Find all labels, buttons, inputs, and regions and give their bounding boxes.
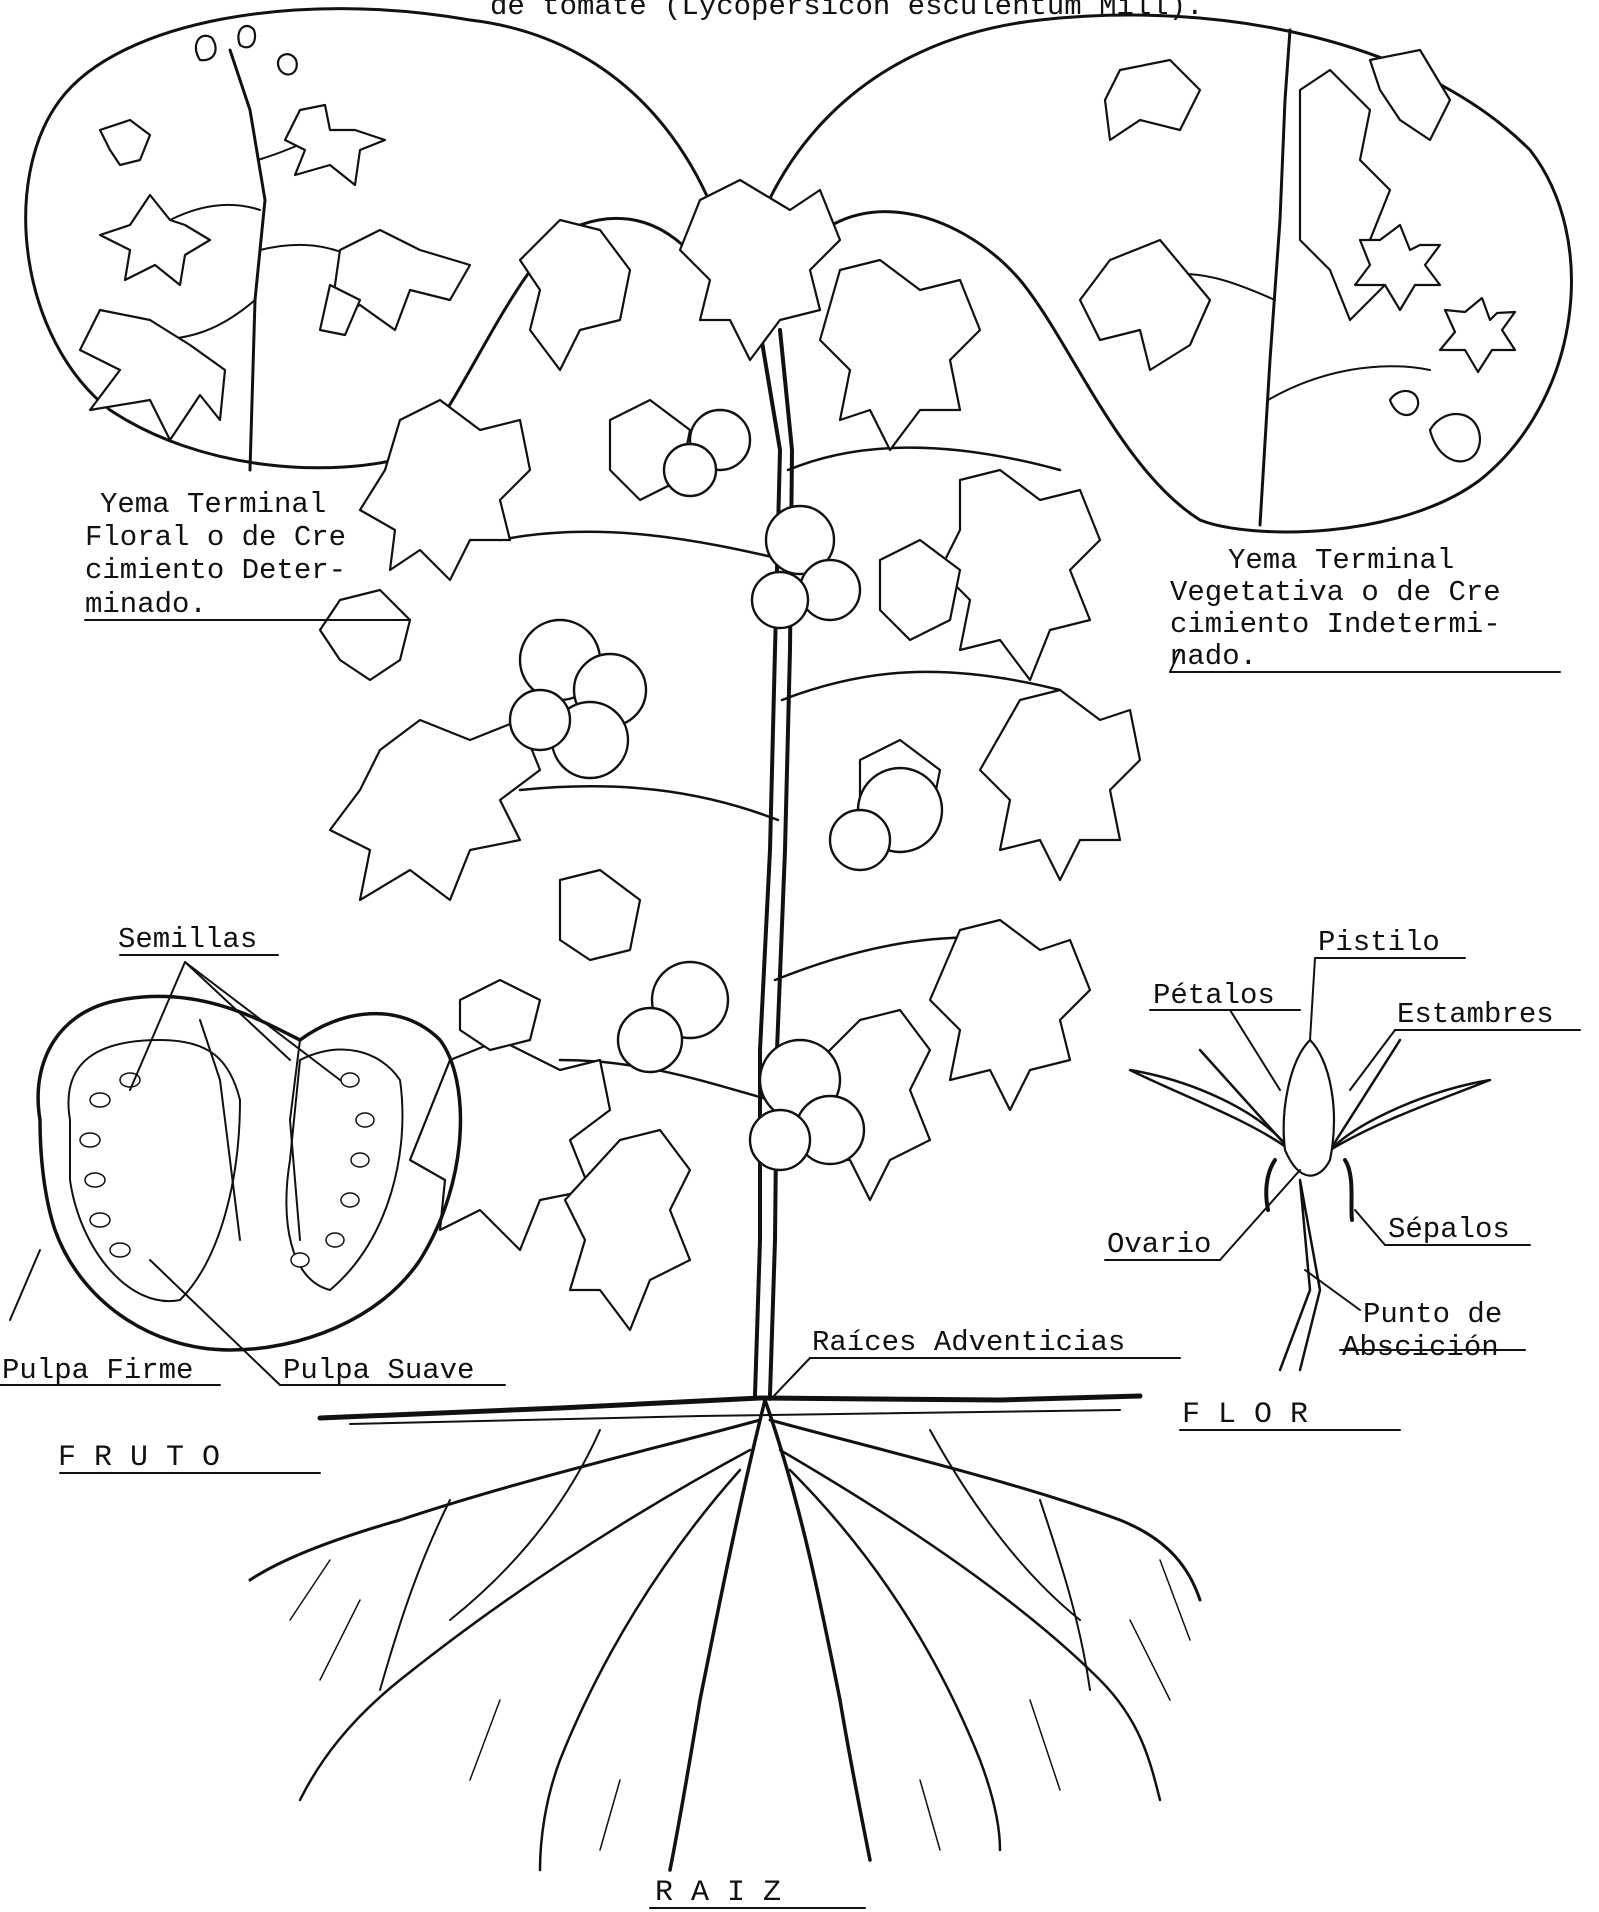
figure-header: de tomate (Lycopersicon esculentum Mill)… <box>490 0 1204 23</box>
label-indeterminate-line1: Yema Terminal <box>1228 544 1454 577</box>
label-sepals: Sépalos <box>1388 1213 1510 1246</box>
section-root: R A I Z <box>655 1876 781 1910</box>
label-determinate-line3: cimiento Deter- <box>85 554 346 587</box>
label-stamens: Estambres <box>1397 998 1554 1031</box>
label-seeds: Semillas <box>118 923 257 956</box>
root-system-illustration <box>250 1396 1200 1870</box>
label-soft-pulp: Pulpa Suave <box>283 1354 474 1387</box>
label-indeterminate-line3: cimiento Indetermi- <box>1170 608 1501 641</box>
label-indeterminate: Yema Terminal Vegetativa o de Cre cimien… <box>1170 544 1501 673</box>
label-firm-pulp: Pulpa Firme <box>2 1354 193 1387</box>
label-petals: Pétalos <box>1153 979 1275 1012</box>
label-indeterminate-line4: nado. <box>1170 640 1257 673</box>
label-indeterminate-line2: Vegetativa o de Cre <box>1170 576 1501 609</box>
label-determinate-line4: minado. <box>85 588 207 621</box>
fruit-cross-section <box>38 996 460 1350</box>
determinate-bud-illustration <box>80 26 470 470</box>
indeterminate-bud-illustration <box>1080 30 1515 525</box>
label-determinate-line1: Yema Terminal <box>100 488 326 521</box>
section-flower: F L O R <box>1182 1398 1308 1432</box>
label-determinate: Yema Terminal Floral o de Cre cimiento D… <box>85 488 346 621</box>
label-pistil: Pistilo <box>1318 926 1440 959</box>
leader-lines <box>0 620 1580 1908</box>
label-abscission-line1: Punto de <box>1363 1298 1502 1331</box>
label-abscission-line2: Abscición <box>1342 1331 1499 1364</box>
label-ovary: Ovario <box>1107 1228 1211 1261</box>
label-adventitious-roots: Raíces Adventicias <box>812 1326 1125 1359</box>
label-determinate-line2: Floral o de Cre <box>85 521 346 554</box>
section-fruit: F R U T O <box>58 1441 220 1475</box>
